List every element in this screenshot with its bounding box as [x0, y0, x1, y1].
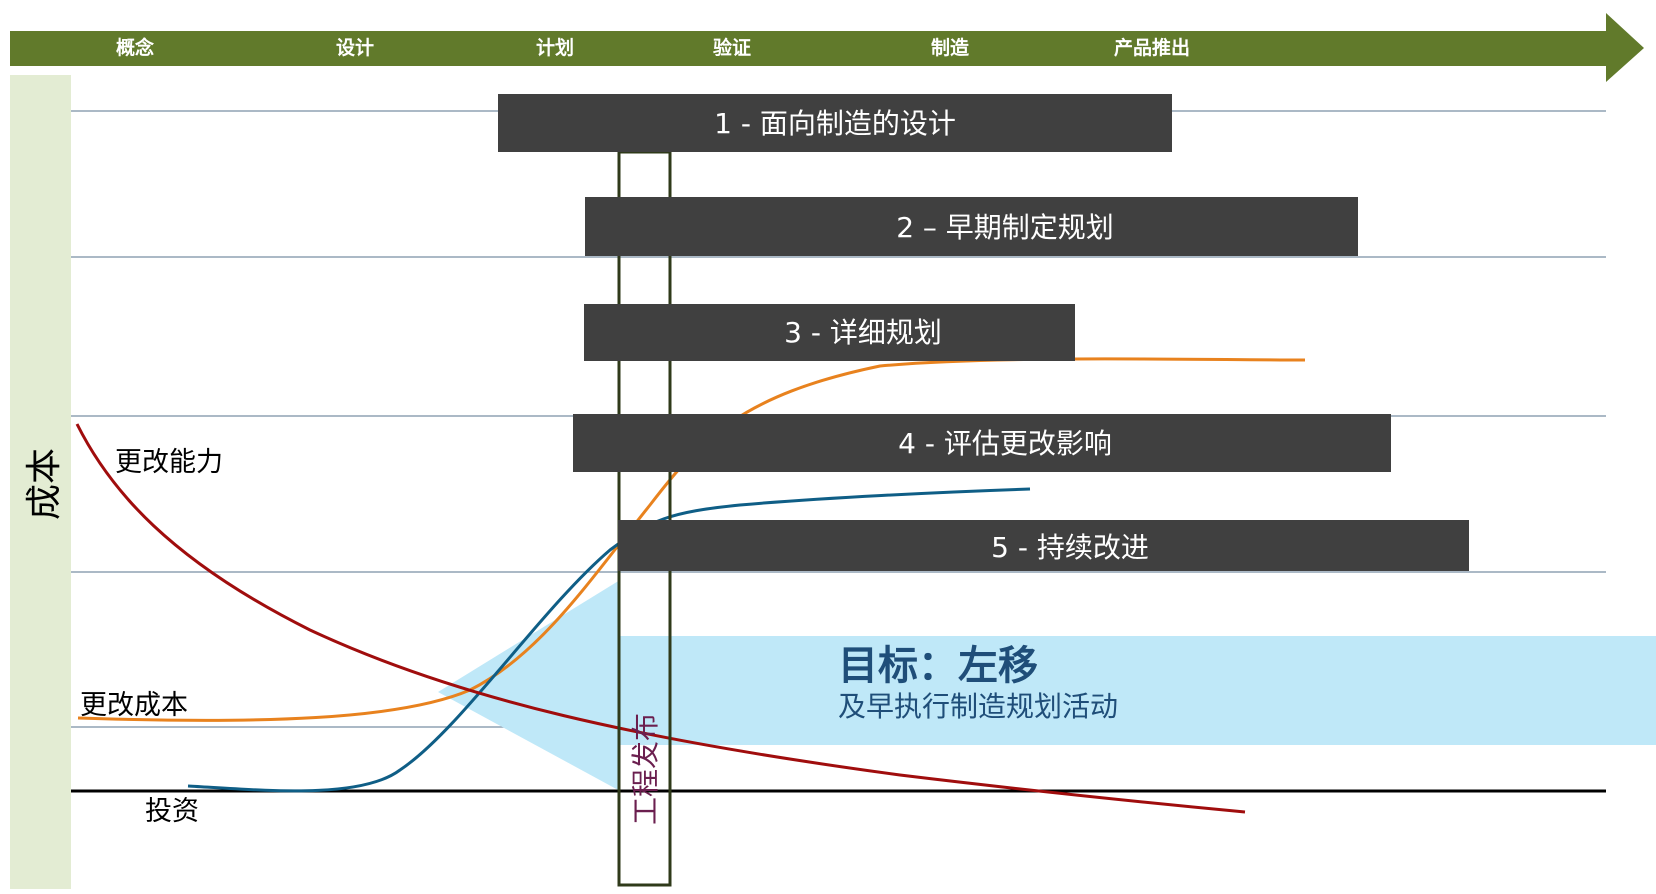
phase-validate: 验证: [713, 36, 751, 59]
phase-concept: 概念: [116, 36, 154, 59]
phase-design: 设计: [336, 37, 374, 59]
investment-label: 投资: [145, 796, 199, 827]
engineering-release-label: 工程发布: [629, 713, 662, 825]
bar-2: [585, 197, 1358, 256]
y-axis-sidebar: [10, 75, 71, 889]
goal-subtitle: 及早执行制造规划活动: [838, 690, 1118, 723]
investment-curve: [187, 487, 1031, 793]
bar-1: [498, 94, 1172, 152]
bars: 1 - 面向制造的设计 2 – 早期制定规划 3 - 详细规划 4 - 评估更改…: [498, 94, 1469, 571]
bar-4: [573, 414, 1391, 472]
phase-plan: 计划: [536, 36, 574, 59]
change-ability-curve: [75, 423, 1246, 814]
y-axis-label: 成本: [24, 448, 65, 520]
timeline-phases: 概念 设计 计划 验证 制造 产品推出: [116, 36, 1190, 59]
goal-title: 目标：左移: [838, 643, 1038, 689]
phase-manufacture: 制造: [931, 36, 970, 59]
bar-3: [584, 304, 1075, 361]
bar-3-label: 3 - 详细规划: [784, 316, 942, 349]
bar-5-label: 5 - 持续改进: [991, 531, 1149, 564]
bar-4-label: 4 - 评估更改影响: [898, 427, 1112, 460]
phase-launch: 产品推出: [1114, 36, 1190, 59]
bar-1-label: 1 - 面向制造的设计: [714, 107, 956, 140]
timeline-arrow: [10, 13, 1644, 82]
goal-band: [620, 636, 1656, 745]
change-ability-label: 更改能力: [115, 447, 223, 478]
bar-2-label: 2 – 早期制定规划: [896, 211, 1114, 244]
change-cost-label: 更改成本: [80, 690, 188, 721]
bar-5: [618, 520, 1469, 571]
goal-wedge: [438, 580, 620, 791]
